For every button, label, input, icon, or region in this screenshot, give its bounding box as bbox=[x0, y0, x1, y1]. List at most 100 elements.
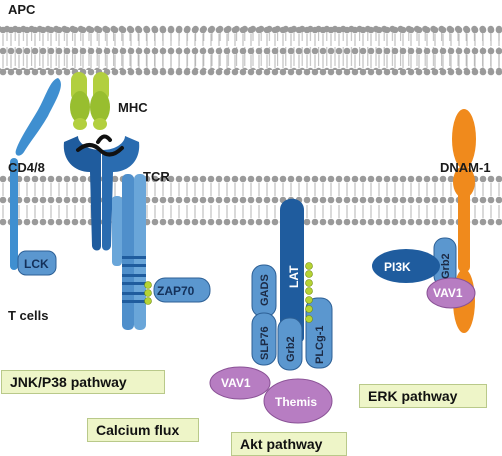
lipid-head bbox=[31, 68, 39, 76]
lipid-head bbox=[39, 175, 47, 183]
lipid-head bbox=[7, 47, 15, 55]
grb2-dnam-label: Grb2 bbox=[440, 253, 452, 279]
lipid-head bbox=[367, 196, 375, 204]
lipid-head bbox=[207, 47, 215, 55]
lipid-head bbox=[367, 47, 375, 55]
lipid-head bbox=[431, 196, 439, 204]
lipid-head bbox=[327, 47, 335, 55]
lipid-head bbox=[95, 47, 103, 55]
lipid-head bbox=[375, 175, 383, 183]
lipid-head bbox=[311, 175, 319, 183]
lipid-head bbox=[431, 68, 439, 76]
lipid-head bbox=[63, 26, 71, 34]
lck-protein bbox=[17, 250, 57, 276]
lipid-head bbox=[191, 175, 199, 183]
lipid-head bbox=[47, 175, 55, 183]
lipid-head bbox=[463, 26, 471, 34]
lipid-head bbox=[375, 218, 383, 226]
lipid-head bbox=[359, 26, 367, 34]
lipid-head bbox=[31, 26, 39, 34]
lipid-head bbox=[431, 47, 439, 55]
lipid-head bbox=[407, 47, 415, 55]
lipid-head bbox=[143, 26, 151, 34]
lipid-head bbox=[119, 26, 127, 34]
lipid-head bbox=[423, 218, 431, 226]
lipid-head bbox=[415, 196, 423, 204]
cd48-coreceptor bbox=[10, 78, 61, 270]
lipid-head bbox=[255, 175, 263, 183]
lipid-head bbox=[215, 218, 223, 226]
lipid-head bbox=[479, 26, 487, 34]
lipid-head bbox=[287, 47, 295, 55]
themis-protein bbox=[263, 378, 333, 424]
lipid-head bbox=[111, 26, 119, 34]
lipid-head bbox=[199, 26, 207, 34]
lipid-head bbox=[343, 196, 351, 204]
lipid-head bbox=[263, 218, 271, 226]
lipid-head bbox=[79, 218, 87, 226]
lipid-head bbox=[159, 26, 167, 34]
lipid-head bbox=[39, 218, 47, 226]
apc-membrane bbox=[0, 25, 502, 80]
lipid-head bbox=[263, 26, 271, 34]
lipid-head bbox=[391, 196, 399, 204]
lipid-head bbox=[407, 196, 415, 204]
lipid-head bbox=[183, 175, 191, 183]
t-cells-label: T cells bbox=[8, 308, 48, 323]
lipid-head bbox=[471, 196, 479, 204]
lipid-head bbox=[255, 68, 263, 76]
lipid-head bbox=[495, 47, 502, 55]
slp76-label: SLP76 bbox=[259, 326, 271, 360]
lipid-head bbox=[319, 68, 327, 76]
lipid-head bbox=[375, 68, 383, 76]
lipid-head bbox=[215, 26, 223, 34]
lipid-head bbox=[191, 68, 199, 76]
lipid-head bbox=[255, 218, 263, 226]
lipid-head bbox=[471, 68, 479, 76]
lipid-head bbox=[271, 68, 279, 76]
lipid-head bbox=[391, 175, 399, 183]
pi3k-label: PI3K bbox=[384, 260, 411, 274]
lipid-head bbox=[103, 47, 111, 55]
lipid-head bbox=[295, 47, 303, 55]
lipid-head bbox=[439, 68, 447, 76]
lipid-head bbox=[95, 26, 103, 34]
lipid-head bbox=[143, 47, 151, 55]
lipid-head bbox=[495, 175, 502, 183]
lipid-head bbox=[399, 218, 407, 226]
lipid-head bbox=[15, 26, 23, 34]
lipid-head bbox=[407, 175, 415, 183]
lipid-head bbox=[351, 218, 359, 226]
lipid-head bbox=[471, 218, 479, 226]
lipid-head bbox=[335, 68, 343, 76]
lipid-head bbox=[431, 218, 439, 226]
lipid-head bbox=[55, 68, 63, 76]
lipid-head bbox=[215, 175, 223, 183]
lipid-head bbox=[327, 175, 335, 183]
lipid-head bbox=[239, 47, 247, 55]
lipid-head bbox=[351, 47, 359, 55]
lipid-head bbox=[255, 47, 263, 55]
lipid-head bbox=[151, 26, 159, 34]
lipid-head bbox=[0, 175, 7, 183]
lipid-head bbox=[239, 26, 247, 34]
lipid-head bbox=[135, 68, 143, 76]
lipid-head bbox=[335, 196, 343, 204]
lipid-head bbox=[87, 26, 95, 34]
lipid-head bbox=[487, 26, 495, 34]
lipid-head bbox=[175, 68, 183, 76]
lipid-head bbox=[375, 47, 383, 55]
lipid-head bbox=[495, 218, 502, 226]
lipid-head bbox=[111, 47, 119, 55]
lipid-head bbox=[455, 26, 463, 34]
lipid-head bbox=[399, 175, 407, 183]
lipid-head bbox=[479, 68, 487, 76]
lipid-head bbox=[247, 47, 255, 55]
lipid-head bbox=[87, 68, 95, 76]
lipid-head bbox=[47, 218, 55, 226]
lipid-head bbox=[359, 68, 367, 76]
lipid-head bbox=[391, 68, 399, 76]
lipid-head bbox=[135, 47, 143, 55]
lipid-head bbox=[383, 175, 391, 183]
lipid-head bbox=[495, 26, 502, 34]
